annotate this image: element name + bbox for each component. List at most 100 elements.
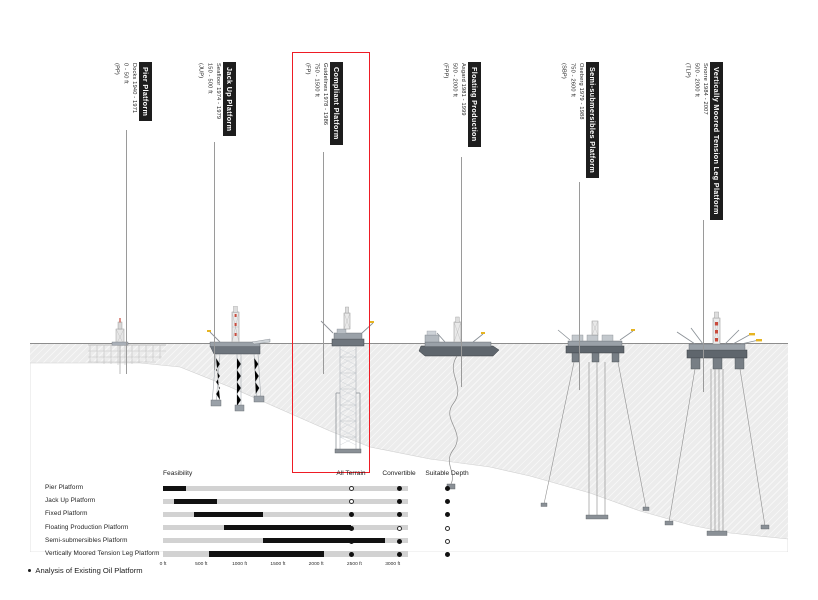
dot-suitable-depth-hollow (445, 538, 450, 544)
chart-row-label: Jack Up Platform (45, 497, 96, 505)
axis-tick-label: 0 ft (159, 562, 167, 568)
dot-suitable-depth-filled (445, 486, 450, 491)
rig-floating-production (415, 316, 505, 506)
callout-sub-tension-leg-platform: Snorre 1984 - 2007 500 - 2000 ft (TLP) (683, 62, 709, 115)
feasibility-range-bar (224, 525, 351, 531)
callout-floating-production: Asgard 1981 - 1999 500 - 2000 ft (FPP) F… (441, 62, 482, 387)
dot-all-terrain-hollow (349, 499, 354, 505)
feasibility-track (163, 498, 408, 504)
era-tension-leg-platform: Snorre 1984 - 2007 (701, 63, 708, 115)
axis-tick-label: 2000 ft (308, 562, 324, 568)
dot-all-terrain-filled (349, 538, 354, 544)
axis-tick-label: 3000 ft (385, 562, 401, 568)
dot-convertible-filled (397, 499, 402, 505)
sky-region (30, 18, 788, 343)
feasibility-track (163, 551, 408, 557)
feasibility-chart: Feasibility All Terrain Convertible Suit… (45, 470, 469, 574)
callout-sub-floating-production: Asgard 1981 - 1999 500 - 2000 ft (FPP) (441, 62, 467, 116)
era-pier-platform: Docks 1940 - 1971 (130, 63, 137, 114)
abbr-compliant-platform: (FP) (304, 63, 311, 75)
depth-pier-platform: 0 - 50 ft (122, 63, 129, 84)
leader-line-semi-submersibles-platform (579, 182, 580, 390)
abbr-floating-production: (FPP) (442, 63, 449, 79)
feasibility-track (163, 511, 408, 518)
leader-line-tension-leg-platform (703, 220, 704, 392)
caption-text: Analysis of Existing Oil Platform (35, 566, 143, 575)
callout-sub-compliant-platform: Guidelines 1978 - 1986 750 - 1500 ft (FP… (303, 62, 329, 125)
dot-all-terrain-filled (349, 512, 354, 518)
dot-suitable-depth-filled (445, 499, 450, 505)
bullet-icon (28, 568, 32, 573)
feasibility-range-bar (163, 485, 186, 491)
rig-tension-leg-platform (655, 310, 780, 545)
feasibility-range-bar (208, 551, 324, 557)
dot-all-terrain-filled (349, 525, 354, 531)
callout-jack-up-platform: Seafloor 1974 - 1979 150 - 500 ft (JUP) … (196, 62, 237, 370)
axis-tick-label: 500 ft (195, 562, 208, 568)
rig-jack-up-platform (196, 305, 276, 416)
axis-tick-label: 2500 ft (346, 562, 362, 568)
chart-row-label: Vertically Moored Tension Leg Platform (45, 549, 160, 557)
tag-jack-up-platform[interactable]: Jack Up Platform (222, 62, 237, 137)
chart-row: Jack Up Platform (45, 495, 465, 508)
dot-suitable-depth-hollow (445, 525, 450, 531)
tag-tension-leg-platform[interactable]: Vertically Moored Tension Leg Platform (709, 62, 724, 220)
depth-semi-submersibles-platform: 750 - 2600 ft (569, 63, 576, 98)
feasibility-track (163, 525, 408, 531)
axis-tick-label: 1500 ft (270, 562, 286, 568)
depth-compliant-platform: 750 - 1500 ft (313, 63, 320, 98)
feasibility-track (163, 538, 408, 544)
depth-tension-leg-platform: 500 - 2000 ft (693, 63, 700, 98)
dot-suitable-depth-filled (445, 512, 450, 518)
axis-tick-label: 1000 ft (232, 562, 248, 568)
era-semi-submersibles-platform: Oseberg 1979 - 1988 (577, 63, 584, 120)
tag-compliant-platform[interactable]: Compliant Platform (329, 62, 344, 145)
dot-all-terrain-filled (349, 551, 354, 557)
chart-row: Fixed Platform (45, 508, 465, 521)
depth-jack-up-platform: 150 - 500 ft (206, 63, 213, 94)
abbr-pier-platform: (PP) (113, 63, 120, 75)
seabed-shape (30, 362, 788, 552)
rig-semi-submersible (540, 318, 655, 533)
abbr-jack-up-platform: (JUP) (197, 63, 204, 79)
callout-compliant-platform: Guidelines 1978 - 1986 750 - 1500 ft (FP… (303, 62, 344, 374)
tag-floating-production[interactable]: Floating Production (467, 62, 482, 147)
rig-compliant-platform (313, 303, 383, 458)
feasibility-range-bar (262, 538, 386, 544)
dot-convertible-hollow (397, 525, 402, 531)
chart-header: Feasibility All Terrain Convertible Suit… (45, 470, 469, 482)
chart-row: Semi-submersibles Platform (45, 535, 465, 548)
dot-convertible-filled (397, 486, 402, 491)
callout-sub-jack-up-platform: Seafloor 1974 - 1979 150 - 500 ft (JUP) (196, 62, 222, 119)
chart-row-label: Fixed Platform (45, 510, 88, 518)
leader-line-jack-up-platform (214, 142, 215, 370)
dot-convertible-filled (397, 512, 402, 518)
depth-floating-production: 500 - 2000 ft (451, 63, 458, 98)
feasibility-range-bar (174, 498, 217, 504)
leader-line-pier-platform (126, 130, 127, 374)
chart-row-label: Semi-submersibles Platform (45, 536, 128, 544)
callout-sub-pier-platform: Docks 1940 - 1971 0 - 50 ft (PP) (112, 62, 138, 113)
dot-all-terrain-hollow (349, 486, 354, 491)
column-header-convertible: Convertible (382, 470, 416, 477)
leader-line-floating-production (461, 157, 462, 387)
chart-row-label: Floating Production Platform (45, 523, 129, 531)
column-header-all-terrain: All Terrain (336, 470, 366, 477)
waterline (30, 343, 788, 344)
chart-row: Pier Platform (45, 482, 465, 495)
tag-pier-platform[interactable]: Pier Platform (138, 62, 153, 122)
leader-line-compliant-platform (323, 152, 324, 374)
dot-convertible-filled (397, 551, 402, 557)
chart-row: Vertically Moored Tension Leg Platform (45, 548, 465, 561)
callout-pier-platform: Docks 1940 - 1971 0 - 50 ft (PP) Pier Pl… (112, 62, 153, 374)
column-header-suitable-depth: Suitable Depth (425, 470, 469, 477)
callout-tension-leg-platform: Snorre 1984 - 2007 500 - 2000 ft (TLP) V… (683, 62, 724, 392)
chart-row: Floating Production Platform (45, 522, 465, 535)
tag-semi-submersibles-platform[interactable]: Semi-submersibles Platform (585, 62, 600, 179)
dot-suitable-depth-filled (445, 551, 450, 557)
era-floating-production: Asgard 1981 - 1999 (459, 63, 466, 116)
feasibility-track (163, 485, 408, 491)
abbr-semi-submersibles-platform: (SBP) (560, 63, 567, 79)
chart-row-label: Pier Platform (45, 484, 84, 491)
